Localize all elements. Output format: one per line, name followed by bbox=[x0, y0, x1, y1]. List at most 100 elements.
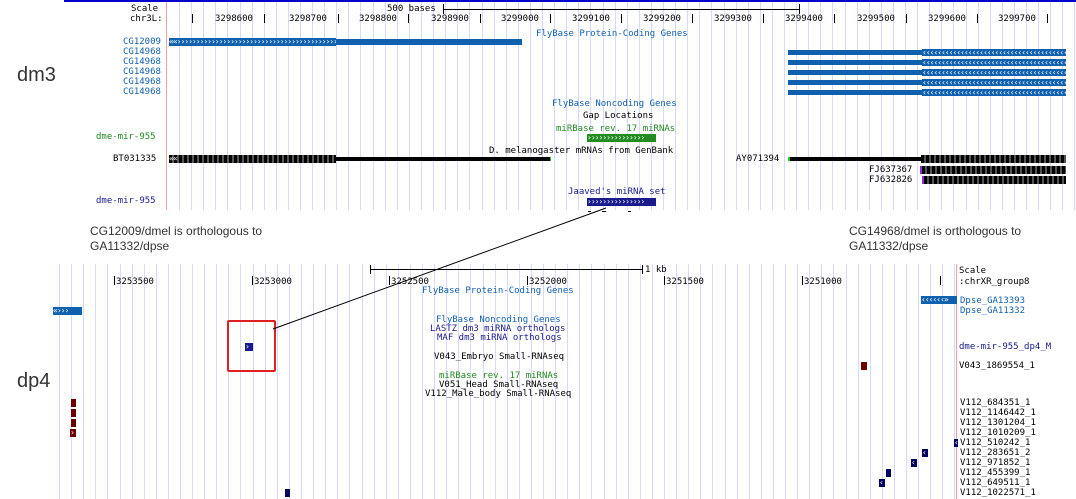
dm3-mrna-title[interactable]: D. melanogaster mRNAs from GenBank bbox=[489, 146, 674, 156]
grid-line bbox=[385, 2, 386, 210]
cg14968-gene-thick[interactable]: ‹‹‹‹‹‹‹‹‹‹‹‹‹‹‹‹‹‹‹‹‹‹‹‹‹‹‹‹‹‹‹‹‹‹‹‹‹‹‹‹ bbox=[922, 59, 1066, 67]
v112-read[interactable]: ‹ bbox=[954, 439, 958, 447]
gene-label-dpse-ga13393: Dpse_GA13393 bbox=[960, 296, 1026, 306]
top-border bbox=[64, 0, 1076, 2]
dp4-mirbase-title[interactable]: miRBase rev. 17 miRNAs bbox=[439, 371, 559, 381]
dp4-scale-bar-start bbox=[370, 265, 371, 274]
grid-line bbox=[942, 264, 943, 499]
dp4-v043-title[interactable]: V043_Embryo Small-RNAseq bbox=[434, 352, 565, 362]
dp4-lastz-title[interactable]: LASTZ dm3 miRNA orthologs bbox=[430, 324, 566, 334]
ay071394-mrna-thick[interactable] bbox=[921, 155, 1066, 163]
cg12009-gene-thick[interactable]: ««››››››››››››››››››››››››››››››››››››››… bbox=[169, 38, 336, 46]
grid-line bbox=[349, 264, 350, 499]
grid-line bbox=[978, 2, 979, 210]
dm3-protein-coding-title[interactable]: FlyBase Protein-Coding Genes bbox=[536, 29, 688, 39]
v043-read[interactable] bbox=[861, 362, 867, 370]
grid-line bbox=[216, 264, 217, 499]
grid-line bbox=[555, 264, 556, 499]
cg14968-gene-thin[interactable] bbox=[788, 90, 922, 95]
grid-line bbox=[482, 2, 483, 210]
v051-read[interactable] bbox=[71, 399, 76, 407]
dm3-tick-mark bbox=[408, 14, 409, 23]
grid-line bbox=[651, 2, 652, 210]
cg14968-gene-thick[interactable]: ‹‹‹‹‹‹‹‹‹‹‹‹‹‹‹‹‹‹‹‹‹‹‹‹‹‹‹‹‹‹‹‹‹‹‹‹‹‹‹‹ bbox=[922, 89, 1066, 97]
dp4-protein-coding-title[interactable]: FlyBase Protein-Coding Genes bbox=[422, 286, 574, 296]
grid-line bbox=[398, 264, 399, 499]
v051-read[interactable] bbox=[71, 419, 76, 427]
dpse-ga11332-gene[interactable]: «››› bbox=[53, 307, 82, 315]
grid-line bbox=[445, 2, 446, 210]
grid-line bbox=[821, 264, 822, 499]
dm3-tick-mark bbox=[338, 14, 339, 23]
grid-line bbox=[531, 264, 532, 499]
grid-line bbox=[688, 264, 689, 499]
grid-line bbox=[530, 2, 531, 210]
bt031335-mrna-thick[interactable]: «« bbox=[169, 155, 336, 163]
dm3-tick-label: 3298700 bbox=[289, 14, 327, 24]
cg14968-gene-thick[interactable]: ‹‹‹‹‹‹‹‹‹‹‹‹‹‹‹‹‹‹‹‹‹‹‹‹‹‹‹‹‹‹‹‹‹‹‹‹‹‹‹‹ bbox=[922, 49, 1066, 57]
bt031335-mrna-thin[interactable] bbox=[336, 157, 550, 161]
grid-line bbox=[301, 264, 302, 499]
dp4-scale-label: Scale bbox=[959, 266, 987, 276]
grid-line bbox=[410, 264, 411, 499]
grid-line bbox=[59, 264, 60, 499]
v112-read-label: V112_510242_1 bbox=[960, 438, 1031, 448]
dm3-noncoding-title[interactable]: FlyBase Noncoding Genes bbox=[552, 99, 677, 109]
cg14968-gene-thin[interactable] bbox=[788, 80, 922, 85]
cg14968-gene-thin[interactable] bbox=[788, 60, 922, 65]
fj637367-mrna-thick[interactable] bbox=[922, 166, 1066, 174]
cg14968-gene-thin[interactable] bbox=[788, 70, 922, 75]
dm3-jaaved-label: dme-mir-955 bbox=[96, 196, 156, 206]
v112-read-label: V112_1301204_1 bbox=[960, 418, 1036, 428]
strand-arrows: ››››››››››››››› bbox=[587, 198, 645, 206]
dm3-chrom-label: chr3L: bbox=[130, 14, 163, 24]
dpse-ga13393-gene[interactable]: ‹‹‹‹‹‹» bbox=[921, 296, 957, 304]
grid-line bbox=[808, 2, 809, 210]
dm3-tick-mark bbox=[192, 14, 193, 23]
dm3-panel bbox=[167, 2, 1076, 210]
v112-read[interactable]: ‹ bbox=[911, 459, 917, 467]
v112-read[interactable] bbox=[886, 469, 891, 477]
v112-read[interactable]: ‹ bbox=[879, 479, 885, 487]
gene-label-dpse-ga11332: Dpse_GA11332 bbox=[960, 306, 1026, 316]
grid-line bbox=[360, 2, 361, 210]
dm3-tick-label: 3299700 bbox=[998, 14, 1036, 24]
strand-arrows: ‹‹‹‹‹‹‹‹‹‹‹‹‹‹‹‹‹‹‹‹‹‹‹‹‹‹‹‹‹‹‹‹‹‹‹‹‹‹‹‹ bbox=[922, 69, 1066, 77]
dm3-tick-label: 3299400 bbox=[785, 14, 823, 24]
grid-line bbox=[627, 2, 628, 210]
strand-arrows: ‹‹‹‹‹‹‹‹‹‹‹‹‹‹‹‹‹‹‹‹‹‹‹‹‹‹‹‹‹‹‹‹‹‹‹‹‹‹‹‹ bbox=[922, 89, 1066, 97]
dm3-mirbase-title[interactable]: miRBase rev. 17 miRNAs bbox=[556, 124, 676, 134]
v051-read[interactable] bbox=[71, 409, 76, 417]
ay071394-mrna-thin[interactable] bbox=[790, 157, 921, 161]
dp4-tick-mark bbox=[252, 276, 253, 285]
dm3-gap-title[interactable]: Gap Locations bbox=[583, 111, 654, 121]
dme-mir-955-jaaved-feature[interactable]: ››››››››››››››› bbox=[587, 198, 656, 206]
grid-line bbox=[591, 264, 592, 499]
grid-line bbox=[1002, 2, 1003, 210]
fj632826-mrna-thick[interactable] bbox=[924, 176, 1066, 184]
strand-arrows: ««››››››››››››››››››››››››››››››››››››››… bbox=[169, 38, 336, 46]
strand-arrows: ‹‹‹‹‹‹‹‹‹‹‹‹‹‹‹‹‹‹‹‹‹‹‹‹‹‹‹‹‹‹‹‹‹‹‹‹‹‹‹‹ bbox=[922, 59, 1066, 67]
grid-line bbox=[870, 264, 871, 499]
cg12009-gene-thin[interactable] bbox=[336, 39, 522, 45]
v051-read[interactable]: › bbox=[70, 429, 76, 437]
cg14968-gene-thin[interactable] bbox=[788, 50, 922, 55]
dp4-v051-title[interactable]: V051_Head Small-RNAseq bbox=[439, 380, 559, 390]
grid-line bbox=[773, 264, 774, 499]
dp4-v112-title[interactable]: V112_Male_body Small-RNAseq bbox=[425, 389, 572, 399]
dp4-panel bbox=[55, 264, 956, 499]
dp4-tick-mark bbox=[940, 276, 941, 285]
grid-line bbox=[409, 2, 410, 210]
dp4-noncoding-title[interactable]: FlyBase Noncoding Genes bbox=[436, 315, 561, 325]
v112-read[interactable]: ‹ bbox=[922, 449, 928, 457]
grid-line bbox=[179, 2, 180, 210]
grid-line bbox=[882, 264, 883, 499]
dme-mir-955-mirbase-feature[interactable]: ››››››››››››››› bbox=[587, 134, 656, 142]
cg14968-gene-thick[interactable]: ‹‹‹‹‹‹‹‹‹‹‹‹‹‹‹‹‹‹‹‹‹‹‹‹‹‹‹‹‹‹‹‹‹‹‹‹‹‹‹‹ bbox=[922, 79, 1066, 87]
cg14968-gene-thick[interactable]: ‹‹‹‹‹‹‹‹‹‹‹‹‹‹‹‹‹‹‹‹‹‹‹‹‹‹‹‹‹‹‹‹‹‹‹‹‹‹‹‹ bbox=[922, 69, 1066, 77]
lastz-mir-955-ortholog-feature[interactable]: › bbox=[245, 343, 253, 351]
dm3-jaaved-title[interactable]: Jaaved's miRNA set bbox=[568, 187, 666, 197]
dp4-maf-title[interactable]: MAF dm3 miRNA orthologs bbox=[437, 333, 562, 343]
v112-read[interactable] bbox=[285, 489, 290, 497]
grid-line bbox=[1062, 2, 1063, 210]
